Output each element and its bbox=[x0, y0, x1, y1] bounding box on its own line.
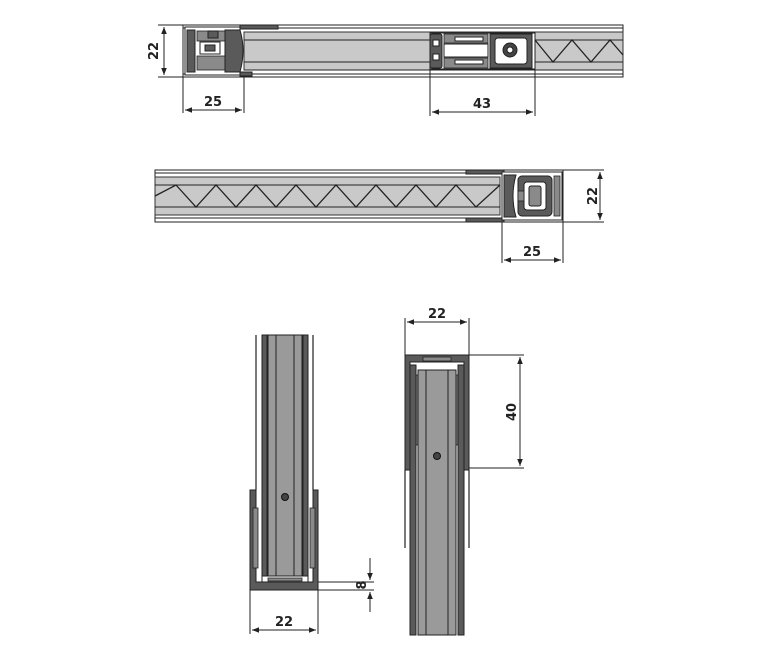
dim-top-hinge-width: 43 bbox=[473, 97, 491, 112]
bottom-right-top-channel bbox=[404, 354, 470, 471]
middle-right-profile bbox=[501, 171, 563, 221]
top-hinge-block bbox=[429, 32, 536, 70]
middle-section-drawing: 22 25 bbox=[154, 169, 604, 263]
dim-bottom-right-depth: 40 bbox=[505, 403, 520, 421]
top-zigzag bbox=[534, 39, 624, 64]
dim-middle-height: 22 bbox=[586, 187, 601, 205]
middle-zigzag bbox=[154, 184, 501, 208]
dim-bottom-left-base: 8 bbox=[355, 580, 370, 589]
dim-top-height: 22 bbox=[147, 42, 162, 60]
top-section-drawing: 22 25 43 bbox=[147, 24, 624, 116]
bottom-left-glass bbox=[267, 334, 303, 581]
dim-middle-width: 25 bbox=[523, 245, 541, 260]
middle-glass-panel bbox=[154, 176, 501, 216]
dim-top-left-width: 25 bbox=[204, 95, 222, 110]
bottom-right-section-drawing: 22 40 bbox=[404, 307, 524, 636]
dim-bottom-left-width: 22 bbox=[275, 615, 293, 630]
bottom-right-glass bbox=[417, 369, 457, 636]
dim-bottom-right-width: 22 bbox=[428, 307, 446, 322]
bottom-left-section-drawing: 8 22 bbox=[249, 334, 374, 634]
